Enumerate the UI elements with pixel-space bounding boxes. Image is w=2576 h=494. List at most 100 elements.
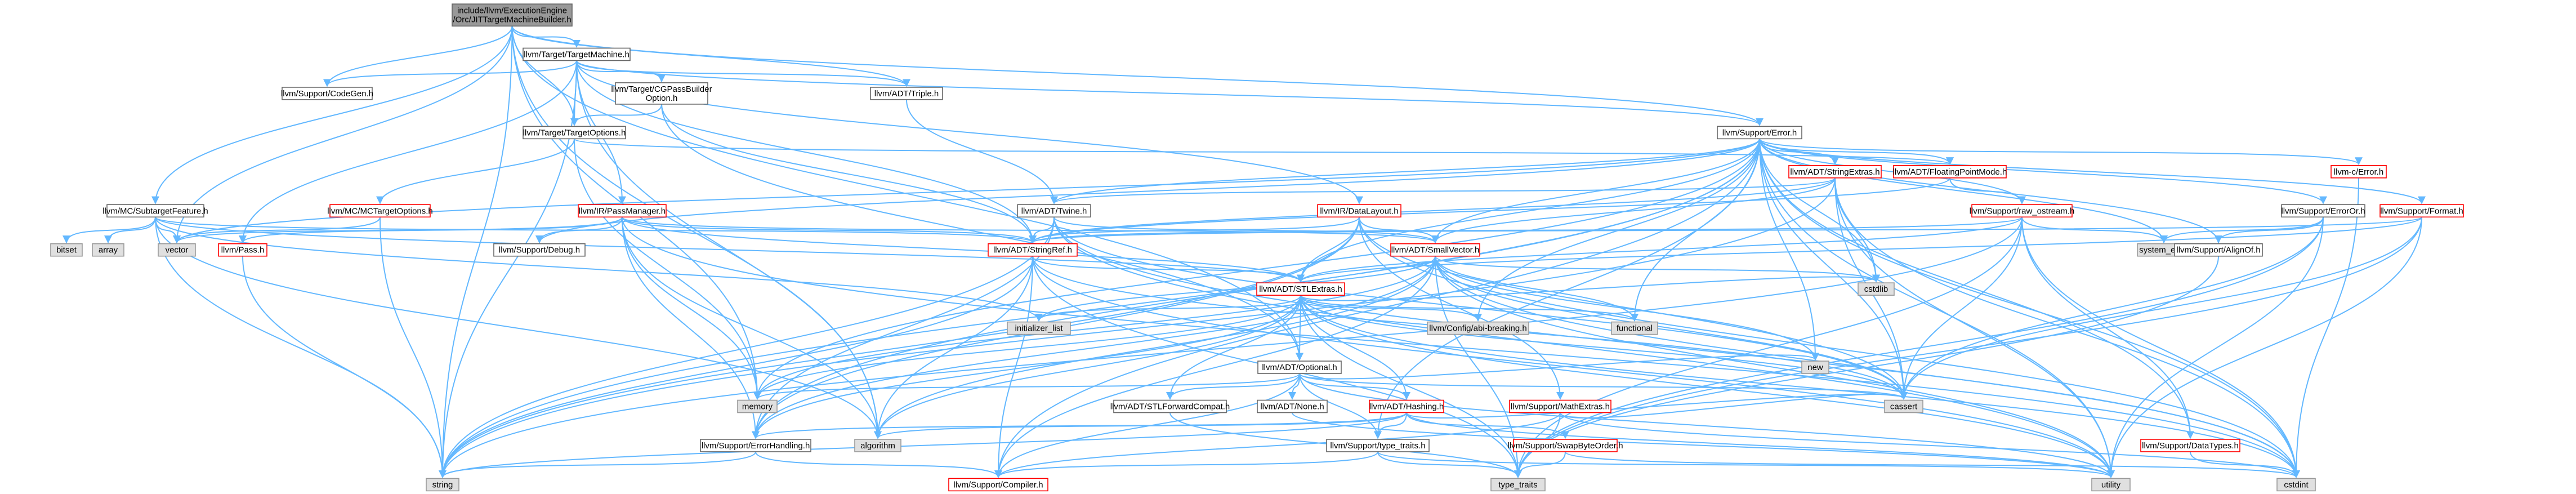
edge-mathext-to-compiler xyxy=(994,412,1561,478)
node-smallvec[interactable]: llvm/ADT/SmallVector.h xyxy=(1390,243,1480,257)
node-bitset[interactable]: bitset xyxy=(50,243,83,257)
node-box xyxy=(2331,165,2387,179)
node-vector[interactable]: vector xyxy=(158,243,196,257)
node-string[interactable]: string xyxy=(426,478,459,492)
node-algorithm[interactable]: algorithm xyxy=(854,439,901,452)
node-box xyxy=(2174,243,2263,257)
node-compiler[interactable]: llvm/Support/Compiler.h xyxy=(948,478,1048,492)
node-twine[interactable]: llvm/ADT/Twine.h xyxy=(1017,204,1091,218)
edge-typetraits-to-compiler xyxy=(994,451,1378,478)
node-array[interactable]: array xyxy=(92,243,124,257)
edge-cgpass-to-optional xyxy=(661,104,1303,361)
edge-smallvec-to-initlist xyxy=(1035,256,1436,322)
edge-stlextras-to-errhandling xyxy=(752,295,1301,439)
node-box xyxy=(493,243,586,257)
edge-stlextras-to-cassert xyxy=(1300,295,1908,400)
node-subtarget[interactable]: llvm/MC/SubtargetFeature.h xyxy=(102,204,208,218)
node-typetraits[interactable]: llvm/Support/type_traits.h xyxy=(1326,439,1430,452)
edge-passmgr-to-memory xyxy=(622,217,761,400)
edge-root-to-topts xyxy=(511,26,578,126)
edge-stlextras-to-memory xyxy=(753,295,1301,400)
node-none[interactable]: llvm/ADT/None.h xyxy=(1257,399,1328,413)
edge-erroror-to-alignof xyxy=(2215,217,2324,244)
node-label: llvm/MC/SubtargetFeature.h xyxy=(102,206,208,216)
node-topts[interactable]: llvm/Target/TargetOptions.h xyxy=(523,126,626,140)
node-utility[interactable]: utility xyxy=(2091,478,2131,492)
node-error[interactable]: llvm/Support/Error.h xyxy=(1717,126,1802,140)
edge-optional-to-memory xyxy=(753,373,1300,400)
node-functional[interactable]: functional xyxy=(1611,321,1658,335)
node-type_traits[interactable]: type_traits xyxy=(1490,478,1546,492)
nodes-layer: include/llvm/ExecutionEngine/Orc/JITTarg… xyxy=(50,3,2464,492)
edge-passmgr-to-vector xyxy=(173,216,623,244)
node-box xyxy=(870,87,943,100)
node-label: array xyxy=(99,246,118,255)
node-box xyxy=(2140,439,2240,452)
node-datatypes[interactable]: llvm/Support/DataTypes.h xyxy=(2140,439,2240,452)
node-codegen[interactable]: llvm/Support/CodeGen.h xyxy=(281,87,373,100)
edge-strref-to-compiler xyxy=(994,256,1033,478)
edge-errhandling-to-compiler xyxy=(755,451,1002,478)
node-label: llvm/Support/raw_ostream.h xyxy=(1970,206,2075,216)
node-mctopts[interactable]: llvm/MC/MCTargetOptions.h xyxy=(327,204,433,218)
node-box xyxy=(615,82,708,105)
node-box xyxy=(1884,399,1923,413)
node-label: llvm/Support/CodeGen.h xyxy=(281,89,373,99)
node-cassert[interactable]: cassert xyxy=(1884,399,1923,413)
node-pass[interactable]: llvm/Pass.h xyxy=(218,243,267,257)
node-label: /Orc/JITTargetMachineBuilder.h xyxy=(453,15,571,25)
node-errhandling[interactable]: llvm/Support/ErrorHandling.h xyxy=(700,439,811,452)
edge-error-to-systemerr xyxy=(1759,139,2168,244)
edge-error-to-cstdint xyxy=(1759,139,2300,478)
node-strext[interactable]: llvm/ADT/StringExtras.h xyxy=(1788,165,1882,179)
edge-passmgr-to-algorithm xyxy=(622,217,882,439)
edge-cerror-to-cstdint xyxy=(2292,177,2359,478)
node-cstdint[interactable]: cstdint xyxy=(2276,478,2316,492)
edge-error-to-vector xyxy=(173,139,1760,244)
node-box xyxy=(1369,399,1444,413)
node-cstdlib[interactable]: cstdlib xyxy=(1858,282,1895,296)
node-box xyxy=(1611,321,1658,335)
node-cfgbreak[interactable]: llvm/Config/abi-breaking.h xyxy=(1427,321,1529,335)
node-format[interactable]: llvm/Support/Format.h xyxy=(2379,204,2464,218)
node-strref[interactable]: llvm/ADT/StringRef.h xyxy=(988,243,1078,257)
node-box xyxy=(1257,399,1328,413)
edge-hashing-to-errhandling xyxy=(752,412,1407,439)
node-debug[interactable]: llvm/Support/Debug.h xyxy=(493,243,586,257)
node-mathext[interactable]: llvm/Support/MathExtras.h xyxy=(1509,399,1611,413)
node-label: llvm/Support/ErrorHandling.h xyxy=(702,441,810,451)
node-triple[interactable]: llvm/ADT/Triple.h xyxy=(870,87,943,100)
edge-root-to-string xyxy=(439,26,513,478)
node-rawos[interactable]: llvm/Support/raw_ostream.h xyxy=(1970,204,2075,218)
edge-subtarget-to-strref xyxy=(155,216,1037,244)
edge-rawos-to-datatypes xyxy=(2021,217,2194,439)
edge-passmgr-to-debug xyxy=(535,217,623,244)
node-label: llvm/Config/abi-breaking.h xyxy=(1429,324,1526,333)
node-erroror[interactable]: llvm/Support/ErrorOr.h xyxy=(2281,204,2365,218)
node-box xyxy=(737,399,778,413)
node-new[interactable]: new xyxy=(1801,361,1829,374)
node-optional[interactable]: llvm/ADT/Optional.h xyxy=(1257,361,1342,374)
node-initlist[interactable]: initializer_list xyxy=(1007,321,1071,335)
node-label: llvm/IR/DataLayout.h xyxy=(1320,206,1398,216)
edge-topts-to-memory xyxy=(574,139,761,400)
node-stlfwd[interactable]: llvm/ADT/STLForwardCompat.h xyxy=(1110,399,1230,413)
node-tm[interactable]: llvm/Target/TargetMachine.h xyxy=(523,47,631,61)
node-box xyxy=(106,204,204,218)
node-memory[interactable]: memory xyxy=(737,399,778,413)
node-root[interactable]: include/llvm/ExecutionEngine/Orc/JITTarg… xyxy=(452,3,573,27)
node-passmgr[interactable]: llvm/IR/PassManager.h xyxy=(578,204,667,218)
node-cerror[interactable]: llvm-c/Error.h xyxy=(2331,165,2387,179)
node-swapbyte[interactable]: llvm/Support/SwapByteOrder.h xyxy=(1507,439,1623,452)
node-datalayout[interactable]: llvm/IR/DataLayout.h xyxy=(1317,204,1401,218)
node-box xyxy=(1257,361,1342,374)
node-fpmode[interactable]: llvm/ADT/FloatingPointMode.h xyxy=(1893,165,2007,179)
node-hashing[interactable]: llvm/ADT/Hashing.h xyxy=(1369,399,1444,413)
edge-smallvec-to-algorithm xyxy=(874,256,1436,439)
node-label: llvm/ADT/Twine.h xyxy=(1021,206,1087,216)
node-label: initializer_list xyxy=(1015,324,1063,333)
node-stlextras[interactable]: llvm/ADT/STLExtras.h xyxy=(1256,282,1345,296)
edge-root-to-tm xyxy=(511,26,581,48)
node-alignof[interactable]: llvm/Support/AlignOf.h xyxy=(2174,243,2263,257)
